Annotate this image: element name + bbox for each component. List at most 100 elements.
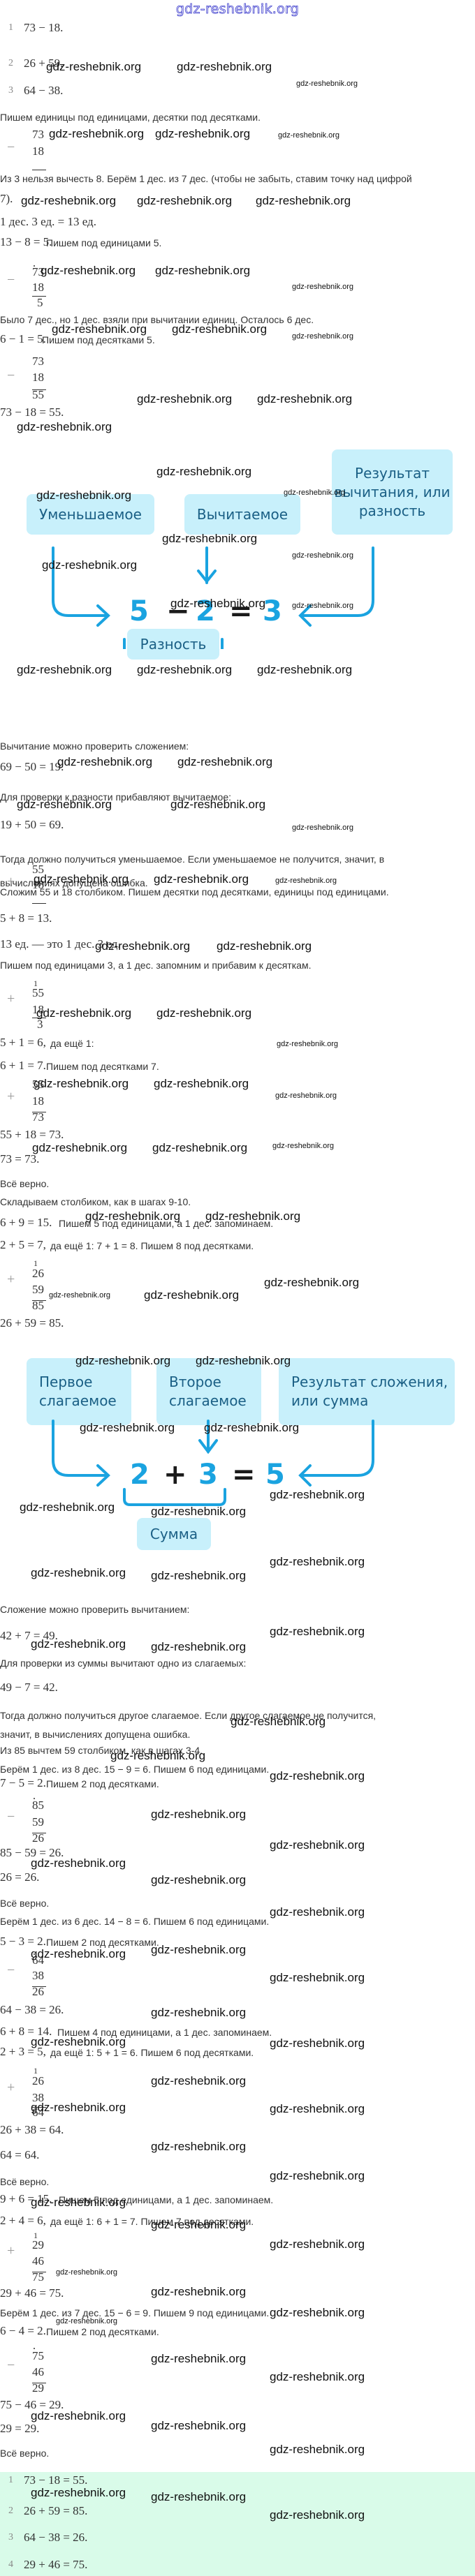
addition-arrows (52, 1420, 374, 1506)
column-result: 55 (32, 388, 44, 401)
step-text: Всё верно. (0, 1178, 50, 1189)
column-operand: 75 (32, 2349, 44, 2362)
task-expression: 73 − 18. (24, 21, 64, 34)
step-text: Сложение можно проверить вычитанием: (0, 1604, 190, 1615)
watermark: gdz-reshebnik.org (154, 872, 249, 886)
watermark: gdz-reshebnik.org (170, 798, 266, 811)
step-text: Пишем 2 под десятками. (46, 1778, 159, 1789)
task-expression: 64 − 38. (24, 84, 64, 97)
watermark: gdz-reshebnik.org (56, 2268, 118, 2277)
watermark: gdz-reshebnik.org (41, 264, 136, 277)
watermark: gdz-reshebnik.org (270, 1625, 365, 1638)
watermark: gdz-reshebnik.org (31, 1637, 126, 1651)
watermark: gdz-reshebnik.org (31, 1947, 126, 1960)
watermark: gdz-reshebnik.org (17, 420, 112, 433)
step-text: Всё верно. (0, 1898, 50, 1909)
watermark: gdz-reshebnik.org (177, 60, 272, 73)
watermark: gdz-reshebnik.org (284, 489, 346, 497)
step-text: да ещё 1: 7 + 1 = 8. Пишем 8 под десятка… (50, 1240, 254, 1251)
watermark: gdz-reshebnik.org (57, 755, 153, 768)
second-addend-label: Второе слагаемое (169, 1373, 247, 1409)
step-math: 6 + 1 = 7. (0, 1059, 46, 1072)
step-math: 64 − 38 = 26. (0, 2003, 64, 2016)
watermark: gdz-reshebnik.org (275, 877, 337, 885)
watermark: gdz-reshebnik.org (31, 2196, 126, 2209)
watermark: gdz-reshebnik.org (21, 194, 117, 207)
watermark: gdz-reshebnik.org (270, 1555, 365, 1568)
watermark: gdz-reshebnik.org (270, 2370, 365, 2383)
watermark: gdz-reshebnik.org (156, 1006, 252, 1020)
step-math: 6 − 1 = 5. (0, 332, 46, 345)
column-operand: 18 (32, 144, 44, 158)
step-text: да ещё 1: 5 + 1 = 6. Пишем 6 под десятка… (50, 2047, 254, 2058)
column-operator: − (7, 2358, 15, 2373)
watermark: gdz-reshebnik.org (270, 1905, 365, 1919)
watermark: gdz-reshebnik.org (151, 2006, 247, 2019)
column-rule (32, 1986, 46, 1987)
first-addend-box: Первое слагаемое (27, 1358, 131, 1425)
task-expression: 26 + 59. (24, 57, 64, 70)
column-operand: 18 (32, 371, 44, 384)
watermark: gdz-reshebnik.org (151, 2285, 247, 2298)
watermark: gdz-reshebnik.org (272, 1142, 335, 1150)
column-operand: 64 (32, 1953, 44, 1967)
watermark: gdz-reshebnik.org (155, 127, 251, 140)
diagram-minuend: 5 (129, 595, 149, 627)
sum-box: Сумма (137, 1518, 211, 1550)
column-operand: 26 (32, 2074, 44, 2087)
step-math: 6 + 8 = 14. (0, 2025, 52, 2038)
result-label: Результат вычитания, или разность (334, 464, 451, 519)
step-math: 85 − 59 = 26. (0, 1846, 64, 1859)
step-math: 26 + 38 = 64. (0, 2123, 64, 2136)
step-text: Для проверки из суммы вычитают одно из с… (0, 1658, 247, 1669)
diagram-second-addend: 3 (198, 1459, 218, 1491)
step-math: 64 = 64. (0, 2148, 40, 2161)
subtrahend-label: Вычитаемое (196, 505, 288, 523)
step-math: 75 − 46 = 29. (0, 2398, 64, 2411)
column-result: 26 (32, 1985, 44, 1998)
column-operand: 18 (32, 1094, 44, 1108)
watermark: gdz-reshebnik.org (151, 1569, 247, 1582)
first-addend-label: Первое слагаемое (39, 1373, 117, 1409)
watermark: gdz-reshebnik.org (17, 663, 112, 676)
diagram-equals: = (232, 1459, 256, 1491)
column-operator: − (7, 272, 15, 288)
step-text: Берём 1 дес. из 7 дес. 15 − 6 = 9. Пишем… (0, 2307, 270, 2318)
watermark: gdz-reshebnik.org (270, 2169, 365, 2182)
column-rule (32, 1300, 46, 1301)
step-text: вычислениях допущена ошибка. (0, 877, 148, 888)
watermark: gdz-reshebnik.org (49, 127, 145, 140)
answer-expression: 26 + 59 = 85. (24, 2504, 88, 2517)
step-text: да ещё 1: 6 + 1 = 7. Пишем 7 под десятка… (50, 2216, 254, 2227)
watermark: gdz-reshebnik.org (151, 2490, 247, 2503)
column-operand: 73 (32, 355, 44, 368)
watermark: gdz-reshebnik.org (152, 1141, 248, 1154)
watermark: gdz-reshebnik.org (75, 1354, 171, 1367)
step-text: Пишем 4 под единицами, а 1 дес. запомина… (57, 2027, 272, 2038)
step-text: Для проверки к разности прибавляют вычит… (0, 791, 232, 803)
watermark: gdz-reshebnik.org (110, 1749, 206, 1762)
watermark: gdz-reshebnik.org (196, 1354, 291, 1367)
site-logo[interactable]: gdz-reshebnik.org (175, 1, 300, 17)
column-operator: − (7, 140, 15, 155)
watermark: gdz-reshebnik.org (31, 1856, 126, 1870)
column-operand: 18 (32, 281, 44, 294)
diagram-subtrahend: 2 (196, 595, 215, 627)
step-math: 73 = 73. (0, 1152, 40, 1166)
column-result: 3 (37, 1018, 43, 1031)
diagram-operator: − (166, 595, 190, 627)
watermark: gdz-reshebnik.org (292, 602, 354, 610)
column-operator: + (7, 2243, 15, 2258)
column-operator: − (7, 368, 15, 383)
column-result: 5 (37, 296, 43, 309)
watermark: gdz-reshebnik.org (80, 1421, 175, 1434)
arrowhead-icon (96, 1464, 110, 1487)
column-result: 85 (32, 1299, 44, 1312)
column-operand: 18 (32, 878, 44, 891)
column-operand: 18 (32, 1003, 44, 1016)
watermark: gdz-reshebnik.org (264, 1276, 360, 1289)
answer-number: 1 (8, 2475, 13, 2485)
column-rule (32, 389, 46, 390)
step-math: 5 + 8 = 13. (0, 911, 52, 925)
watermark: gdz-reshebnik.org (257, 663, 353, 676)
